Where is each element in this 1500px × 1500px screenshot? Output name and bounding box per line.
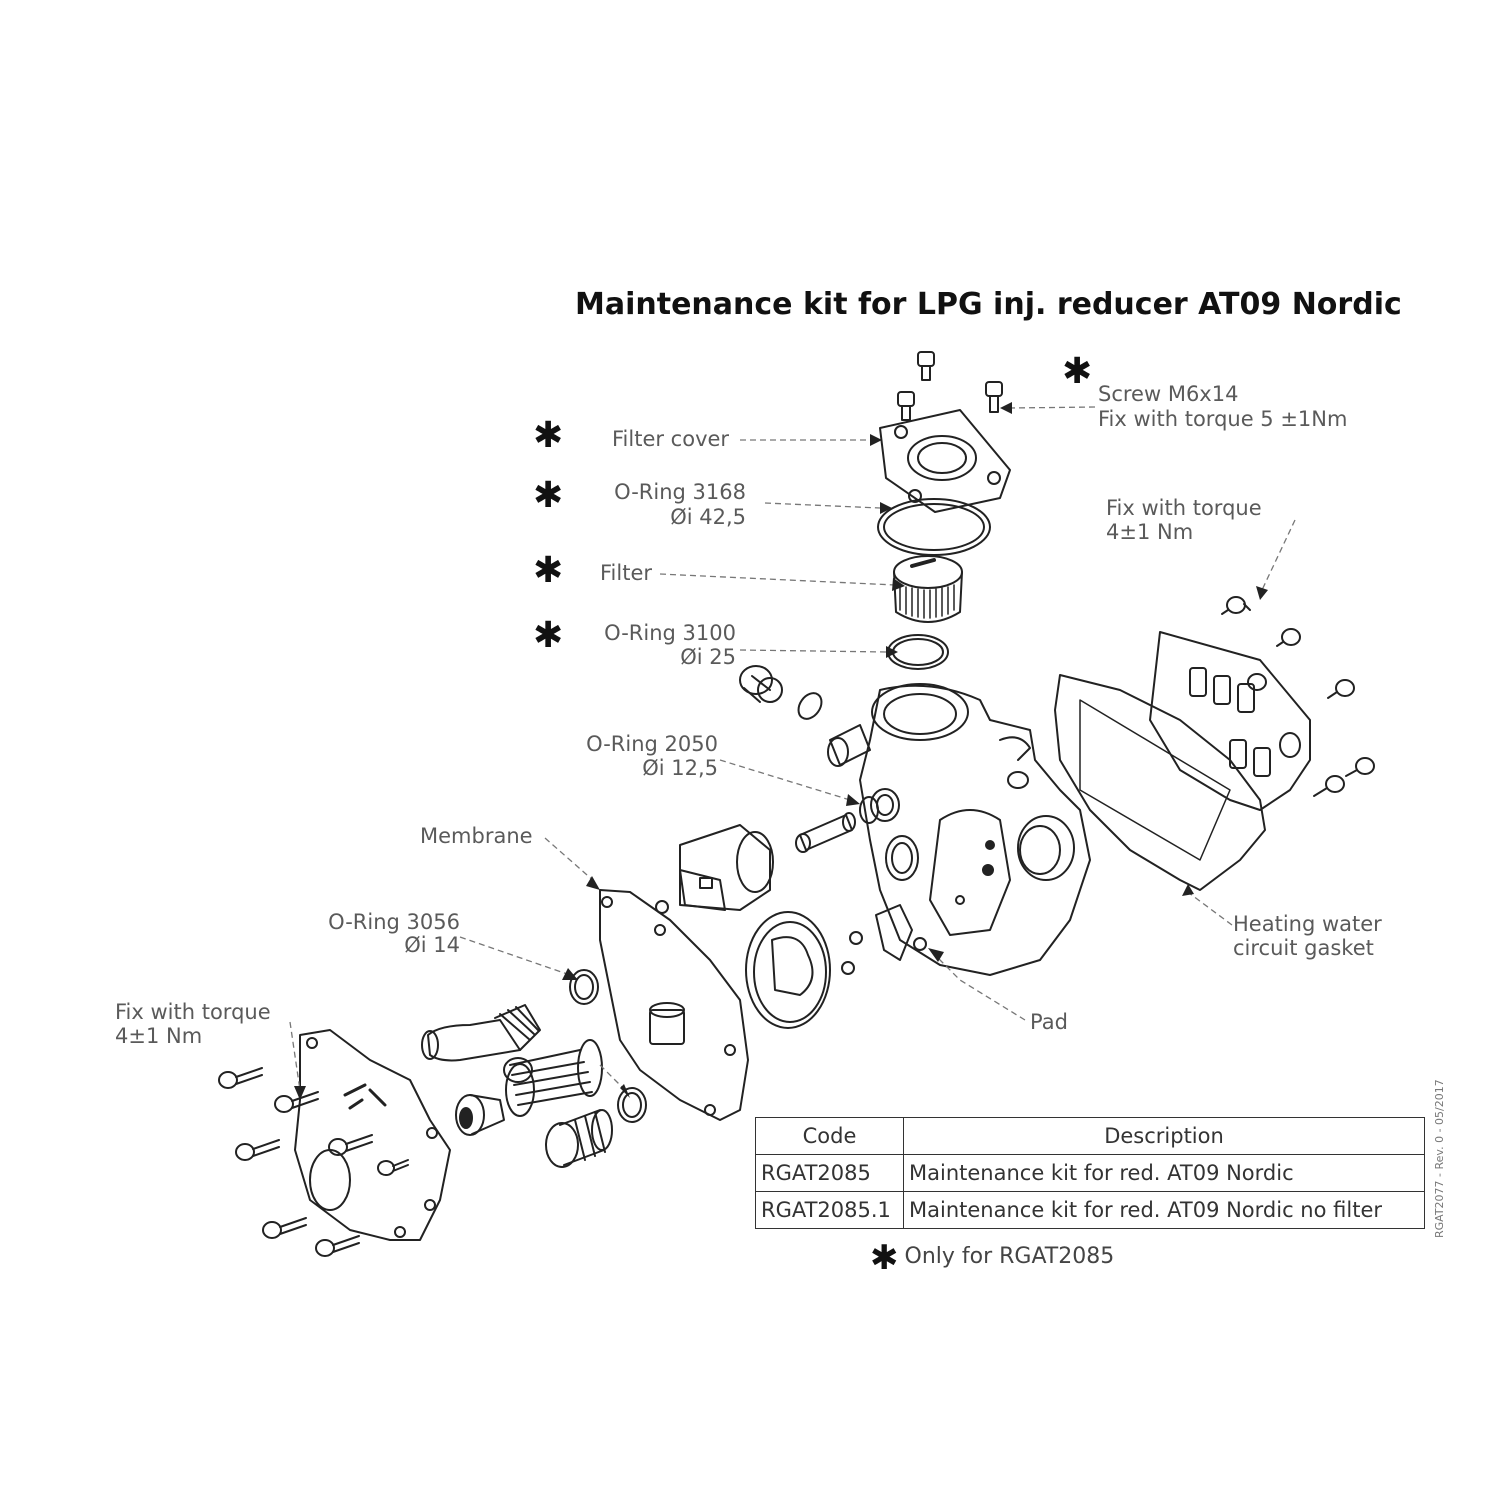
elbow-tube-part	[421, 1004, 541, 1062]
screw-right-1	[1221, 596, 1251, 615]
fix-torque-left-line1: Fix with torque	[115, 1000, 271, 1024]
kit-table: Code Description RGAT2085 Maintenance ki…	[755, 1117, 1425, 1229]
oring-3100-label-line2: Øi 25	[680, 645, 736, 669]
asterisk-oring-3100: ✱	[533, 615, 564, 656]
leader-arrowheads	[294, 402, 1268, 1100]
pad-label: Pad	[1030, 1010, 1068, 1034]
spring-part	[503, 1039, 603, 1117]
filter-cover-label: Filter cover	[612, 427, 730, 451]
screw-label-line2: Fix with torque 5 ±1Nm	[1098, 407, 1348, 431]
reducer-body-part	[827, 683, 1091, 976]
filter-part	[893, 555, 963, 623]
table-row: RGAT2085.1 Maintenance kit for red. AT09…	[755, 1191, 1425, 1229]
diaphragm-plate-part	[745, 911, 831, 1029]
oring-3056-part	[569, 969, 599, 1005]
oring-2050-label-line1: O-Ring 2050	[586, 732, 718, 756]
screw-right-2	[1276, 628, 1301, 647]
fix-torque-right-line1: Fix with torque	[1106, 496, 1262, 520]
valve-part	[455, 1094, 505, 1136]
heating-gasket-label-line2: circuit gasket	[1233, 936, 1374, 960]
screw-right-4	[1327, 679, 1355, 699]
screw-label-line1: Screw M6x14	[1098, 382, 1239, 406]
membrane-label: Membrane	[420, 824, 533, 848]
revision-code: RGAT2077 - Rev. 0 - 05/2017	[1433, 1079, 1446, 1238]
screw-right-3	[1247, 673, 1267, 691]
row-description: Maintenance kit for red. AT09 Nordic	[903, 1154, 1425, 1192]
footnote-asterisk: ✱	[870, 1238, 899, 1278]
solenoid-part	[655, 824, 774, 914]
pin-part	[795, 812, 856, 853]
asterisk-filter-cover: ✱	[533, 415, 564, 456]
footnote-text: Only for RGAT2085	[904, 1244, 1115, 1269]
filter-cover-part	[879, 409, 1011, 513]
pad-part	[875, 904, 927, 961]
footnote: ✱Only for RGAT2085	[870, 1238, 1114, 1278]
fitting-part	[739, 665, 783, 703]
leader-lines	[289, 406, 1296, 1091]
row-code: RGAT2085	[755, 1154, 904, 1192]
row-description: Maintenance kit for red. AT09 Nordic no …	[903, 1191, 1425, 1229]
screw-top-2	[897, 391, 915, 421]
asterisk-filter: ✱	[533, 550, 564, 591]
oring-3168-label-line2: Øi 42,5	[670, 505, 746, 529]
oring-3168-part	[877, 498, 991, 556]
seat-part	[545, 1109, 613, 1168]
membrane-part	[599, 889, 749, 1121]
screw-top-1	[917, 351, 935, 381]
oring-2050-part	[859, 796, 879, 824]
fix-torque-right-line2: 4±1 Nm	[1106, 520, 1194, 544]
screw-top-3	[985, 381, 1003, 413]
fix-torque-left-line2: 4±1 Nm	[115, 1024, 203, 1048]
row-code: RGAT2085.1	[755, 1191, 904, 1229]
screw-right-6	[1345, 757, 1375, 777]
oring-3100-label-line1: O-Ring 3100	[604, 621, 736, 645]
header-code: Code	[755, 1117, 904, 1155]
asterisk-oring-3168: ✱	[533, 475, 564, 516]
cover-plate-part	[1149, 631, 1311, 811]
screw-right-5	[1313, 775, 1345, 797]
filter-label: Filter	[600, 561, 653, 585]
oring-3056-label-line2: Øi 14	[404, 933, 460, 957]
oring-2050-label-line2: Øi 12,5	[642, 756, 718, 780]
heating-gasket-part	[1054, 674, 1266, 891]
oring-3168-label-line1: O-Ring 3168	[614, 480, 746, 504]
diagram-title: Maintenance kit for LPG inj. reducer AT0…	[575, 287, 1402, 322]
oring-3056-label-line1: O-Ring 3056	[328, 910, 460, 934]
bottom-cover-part	[294, 1029, 451, 1241]
heating-gasket-label-line1: Heating water	[1233, 912, 1382, 936]
screws-left	[218, 1067, 409, 1257]
asterisk-screw: ✱	[1062, 351, 1093, 392]
header-description: Description	[903, 1117, 1425, 1155]
table-row: RGAT2085 Maintenance kit for red. AT09 N…	[755, 1154, 1425, 1192]
table-header-row: Code Description	[755, 1117, 1425, 1155]
